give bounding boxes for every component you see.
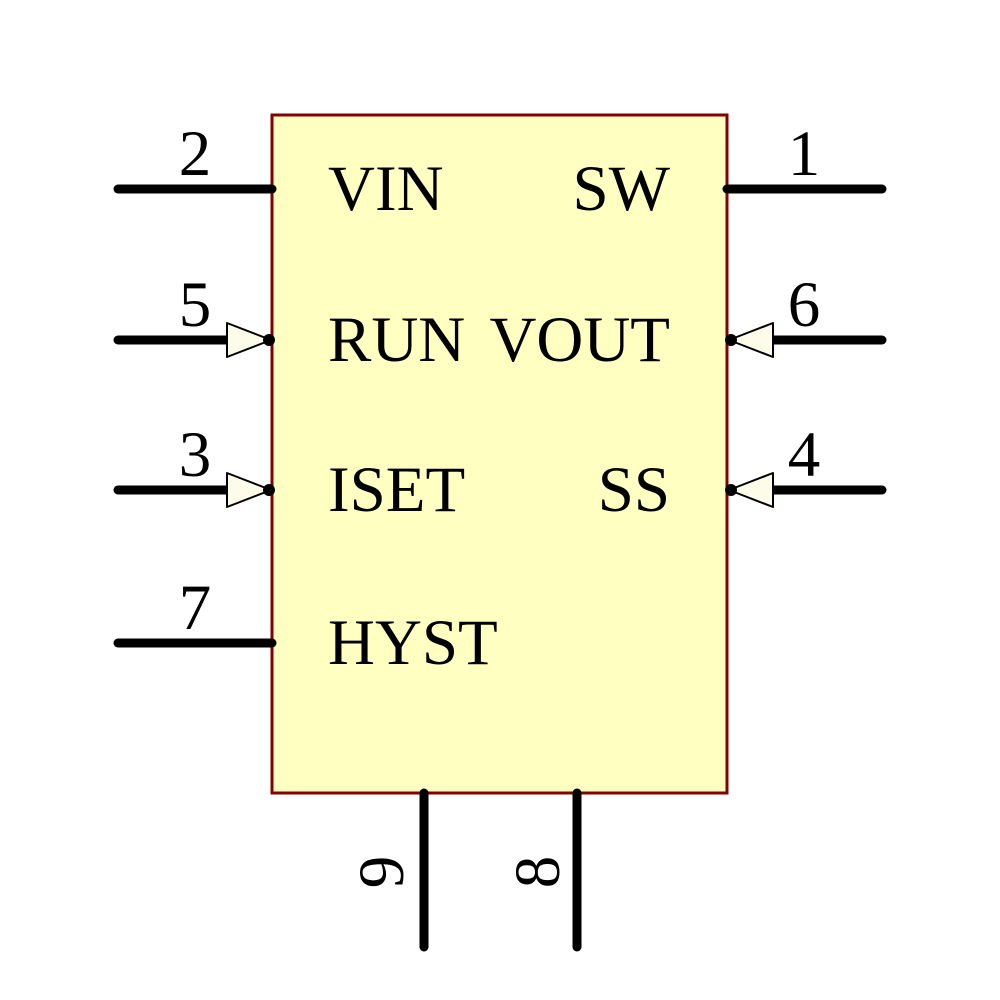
pin-8[interactable]: 8: [502, 788, 582, 952]
pin-4-endpoint-dot: [725, 484, 737, 496]
pin-9[interactable]: 9: [346, 788, 429, 952]
pin-4-ss[interactable]: 4 SS: [598, 419, 887, 526]
pin-6-endpoint-dot: [725, 334, 737, 346]
pin-6-vout[interactable]: 6 VOUT: [489, 269, 887, 376]
pin-3-iset[interactable]: 3 ISET: [113, 419, 465, 526]
pin-5-number: 5: [179, 269, 212, 341]
pin-6-number: 6: [788, 269, 821, 341]
pin-5-endpoint-dot: [263, 334, 275, 346]
pin-2-number: 2: [179, 118, 212, 190]
pin-1-number: 1: [788, 118, 821, 190]
pin-3-label: ISET: [328, 454, 465, 526]
pin-3-input-arrow-icon: [226, 472, 272, 508]
pin-3-number: 3: [179, 419, 212, 491]
pin-7-label: HYST: [328, 607, 498, 679]
pin-5-run[interactable]: 5 RUN: [113, 269, 465, 376]
pin-8-number: 8: [502, 856, 574, 889]
pin-7-number: 7: [179, 572, 212, 644]
pin-7-hyst[interactable]: 7 HYST: [113, 572, 498, 679]
pin-9-number: 9: [346, 856, 418, 889]
pin-2-label: VIN: [328, 153, 444, 225]
pin-5-input-arrow-icon: [226, 322, 272, 358]
pin-4-input-arrow-icon: [728, 472, 774, 508]
symbol-body[interactable]: [270, 113, 729, 795]
pin-4-number: 4: [788, 419, 821, 491]
pin-4-label: SS: [598, 454, 670, 526]
pin-6-label: VOUT: [489, 304, 670, 376]
pin-1-sw[interactable]: 1 SW: [573, 118, 887, 225]
pin-2-vin[interactable]: 2 VIN: [113, 118, 444, 225]
pin-5-label: RUN: [328, 304, 465, 376]
pin-6-input-arrow-icon: [728, 322, 774, 358]
pin-1-label: SW: [573, 153, 671, 225]
pin-3-endpoint-dot: [263, 484, 275, 496]
